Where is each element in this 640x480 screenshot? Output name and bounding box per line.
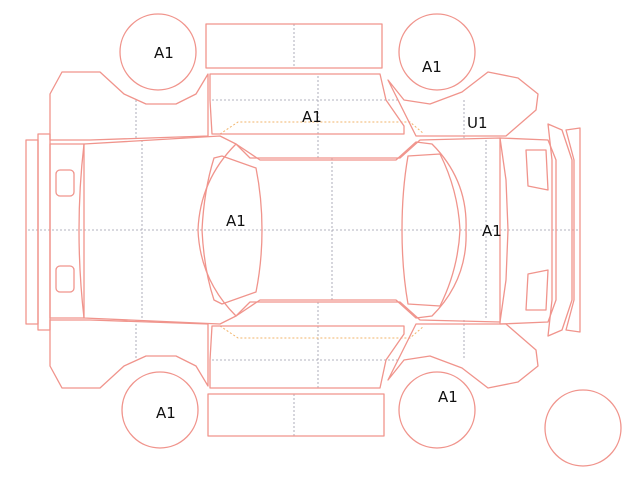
bottom-roof-strip[interactable] (207, 393, 385, 437)
rear-fender-top-right[interactable] (387, 71, 539, 137)
windshield-front[interactable] (201, 155, 263, 305)
rear-fender-bottom-right[interactable] (387, 323, 539, 389)
marker-roof[interactable]: A1 (302, 108, 322, 126)
damage-markers: A1 A1 A1 U1 A1 A1 A1 A1 (154, 44, 502, 422)
front-bumper[interactable] (25, 133, 85, 331)
marker-wheel-front-right[interactable]: A1 (422, 58, 442, 76)
marker-wheel-rear-left[interactable]: A1 (156, 404, 176, 422)
wheel-rear-right[interactable] (398, 371, 476, 449)
marker-right-side[interactable]: U1 (467, 114, 488, 132)
top-roof-strip[interactable] (205, 23, 383, 69)
marker-trunk[interactable]: A1 (482, 222, 502, 240)
wheel-rear-left[interactable] (121, 371, 199, 449)
marker-wheel-front-left[interactable]: A1 (154, 44, 174, 62)
spare-tire[interactable] (544, 389, 622, 467)
roof-panel[interactable] (197, 141, 467, 319)
rear-bumper[interactable] (499, 123, 581, 337)
car-body-outline[interactable] (78, 135, 509, 325)
side-doors-top[interactable] (209, 73, 405, 135)
front-fender-top-left[interactable] (49, 71, 209, 141)
front-fender-bottom-left[interactable] (49, 319, 209, 389)
guide-lines (28, 24, 580, 436)
side-doors-bottom[interactable] (209, 325, 405, 389)
marker-wheel-rear-right[interactable]: A1 (438, 388, 458, 406)
marker-hood[interactable]: A1 (226, 212, 246, 230)
windshield-rear[interactable] (401, 153, 461, 307)
wheel-front-right[interactable] (398, 13, 476, 91)
wheel-front-left[interactable] (119, 13, 197, 91)
